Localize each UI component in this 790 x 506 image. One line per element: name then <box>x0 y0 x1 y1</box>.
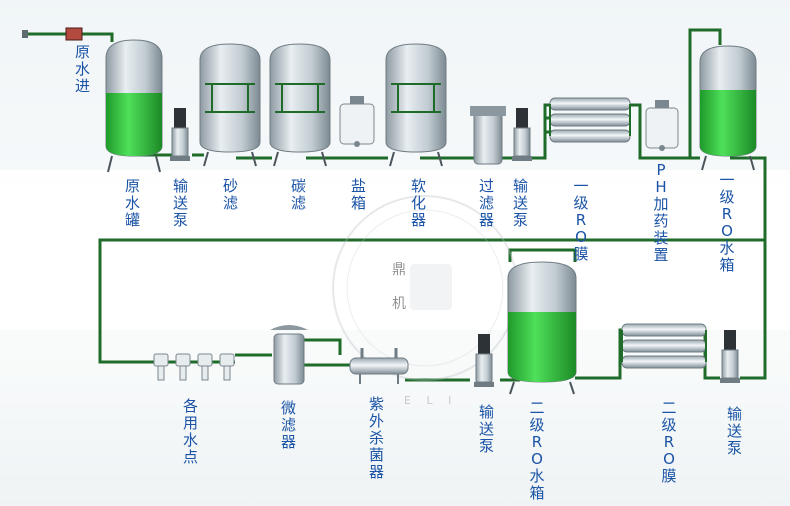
ro2-water-tank <box>507 261 577 395</box>
watermark-ring-text: E L I <box>404 394 458 407</box>
label-micro-filter: 微滤器 <box>280 399 296 451</box>
watermark-text-1: 鼎 <box>392 262 406 278</box>
sand-filter <box>199 43 261 167</box>
label-carbon-filter: 碳滤 <box>290 177 306 212</box>
raw-water-tank <box>105 39 163 173</box>
ph-dosing-unit <box>645 100 679 151</box>
label-raw-tank: 原水罐 <box>124 177 140 229</box>
pump-3 <box>474 334 494 387</box>
watermark-text-2: 机 <box>392 296 406 312</box>
pump-2 <box>512 108 532 161</box>
ro2-membranes <box>621 323 707 369</box>
label-uv-sterilizer: 紫外杀菌器 <box>368 395 384 481</box>
ro1-membranes <box>549 97 631 143</box>
ro1-water-tank <box>699 45 757 171</box>
carbon-filter <box>269 43 331 167</box>
label-pump-3: 输送泵 <box>478 403 494 455</box>
precision-filter <box>470 106 506 165</box>
label-salt-box: 盐箱 <box>350 177 366 212</box>
label-water-points: 各用水点 <box>182 397 198 466</box>
watermark <box>332 195 518 381</box>
softener <box>385 43 447 167</box>
inlet-valve <box>22 27 83 41</box>
label-ro2-membrane: 二级RO膜 <box>661 399 677 485</box>
label-sand-filter: 砂滤 <box>222 177 238 212</box>
label-ro1-membrane: 一级RO膜 <box>573 177 589 263</box>
label-softener: 软化器 <box>410 177 426 229</box>
label-ro2-tank: 二级RO水箱 <box>529 399 545 502</box>
label-ph-dosing: PH加药装置 <box>653 161 669 264</box>
label-pump-1: 输送泵 <box>172 177 188 229</box>
label-ro1-tank: 一级RO水箱 <box>719 171 735 274</box>
salt-box <box>339 96 375 147</box>
label-inlet: 原水进 <box>74 43 90 95</box>
label-filter: 过滤器 <box>478 177 494 229</box>
pump-1 <box>170 108 190 161</box>
micro-filter <box>270 325 308 385</box>
label-pump-4: 输送泵 <box>726 405 742 457</box>
label-pump-2: 输送泵 <box>512 177 528 229</box>
water-points <box>153 353 235 381</box>
pump-4 <box>720 330 740 383</box>
uv-sterilizer <box>349 348 409 384</box>
